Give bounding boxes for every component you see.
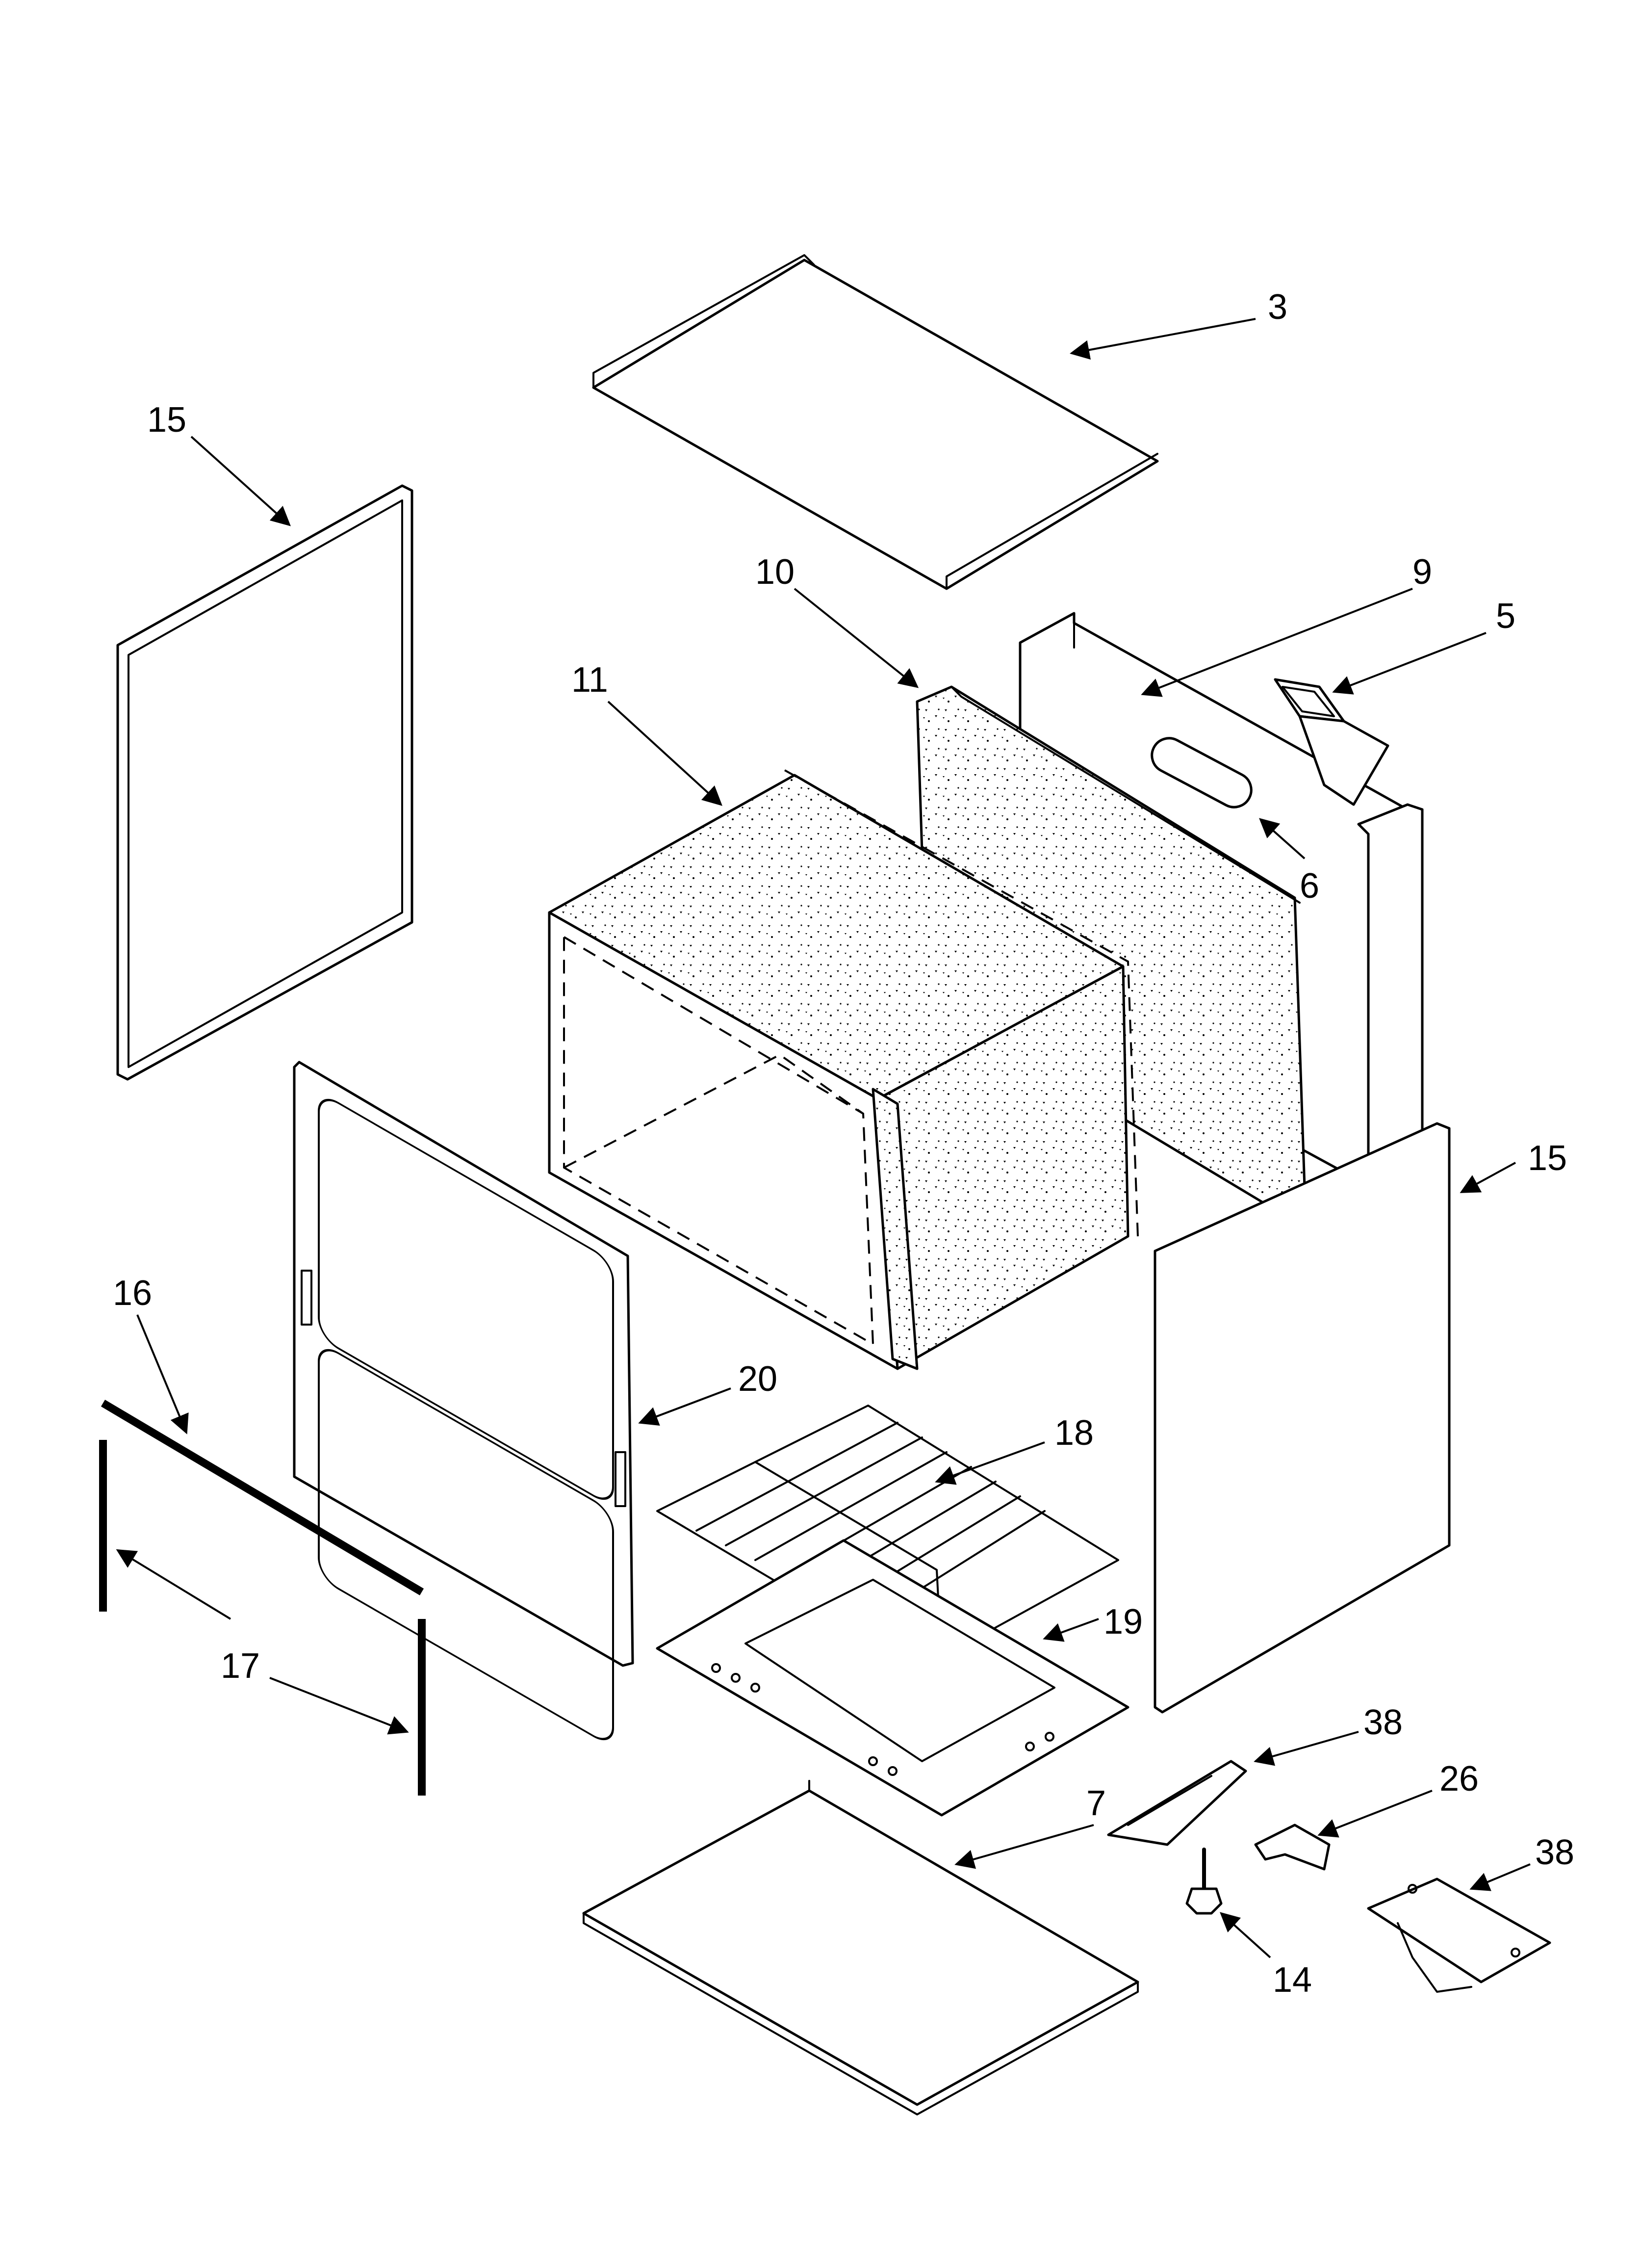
leader-20 (638, 1387, 731, 1426)
callout-38-upper: 38 (1363, 1703, 1403, 1742)
leader-lines (116, 318, 1531, 1958)
callout-9: 9 (1412, 552, 1432, 592)
callout-5: 5 (1496, 597, 1515, 636)
part-15-left-side-panel (116, 484, 413, 1081)
leader-16 (136, 1314, 189, 1434)
leader-11 (607, 701, 722, 806)
leader-38-upper (1254, 1731, 1359, 1766)
leader-19 (1043, 1618, 1099, 1642)
leader-7 (954, 1824, 1094, 1869)
part-26-clip (1254, 1824, 1331, 1871)
callout-18: 18 (1054, 1413, 1094, 1453)
callout-14: 14 (1273, 1960, 1312, 2000)
part-19-bake-tray (656, 1539, 1129, 1817)
callout-3: 3 (1268, 287, 1287, 327)
leader-15-right (1460, 1162, 1516, 1193)
callout-11: 11 (571, 660, 608, 700)
leader-14 (1220, 1912, 1271, 1958)
callout-10: 10 (755, 552, 795, 592)
callout-15-right: 15 (1528, 1139, 1567, 1178)
part-7-bottom-panel (582, 1780, 1139, 2115)
part-16-top-trim (101, 1400, 424, 1595)
part-14-leveling-leg (1185, 1848, 1223, 1915)
callout-15-left: 15 (147, 400, 186, 440)
leader-17-left (116, 1549, 231, 1620)
callout-labels: 3 15 10 9 5 11 6 15 16 20 18 19 17 38 26… (113, 287, 1574, 2000)
leader-6 (1259, 818, 1306, 860)
callout-17: 17 (221, 1646, 260, 1686)
callout-19: 19 (1103, 1602, 1143, 1642)
part-11-cavity-insulation (548, 769, 1139, 1370)
part-5-vent-bracket (1274, 678, 1389, 806)
part-3-top-panel (592, 254, 1159, 590)
part-38-bracket-upper (1107, 1760, 1247, 1846)
callout-7: 7 (1086, 1784, 1106, 1823)
part-6-vent-cover (1151, 737, 1253, 808)
part-17-side-trims (99, 1440, 426, 1796)
leader-10 (794, 588, 919, 688)
leader-5 (1332, 632, 1487, 695)
leader-18 (935, 1441, 1045, 1485)
callout-6: 6 (1300, 866, 1319, 906)
part-38-bracket-lower (1367, 1877, 1551, 1993)
leader-9 (1141, 588, 1413, 697)
callout-26: 26 (1439, 1759, 1479, 1799)
leader-26 (1317, 1790, 1433, 1838)
callout-16: 16 (113, 1274, 152, 1313)
leader-3 (1070, 318, 1256, 360)
leader-17-right (269, 1677, 409, 1735)
part-15-right-side-panel (1154, 1122, 1451, 1714)
callout-38-lower: 38 (1535, 1833, 1574, 1872)
leader-15-left (190, 436, 291, 526)
leader-38-lower (1469, 1863, 1531, 1891)
part-20-front-frame (293, 1061, 634, 1741)
callout-20: 20 (738, 1359, 777, 1399)
